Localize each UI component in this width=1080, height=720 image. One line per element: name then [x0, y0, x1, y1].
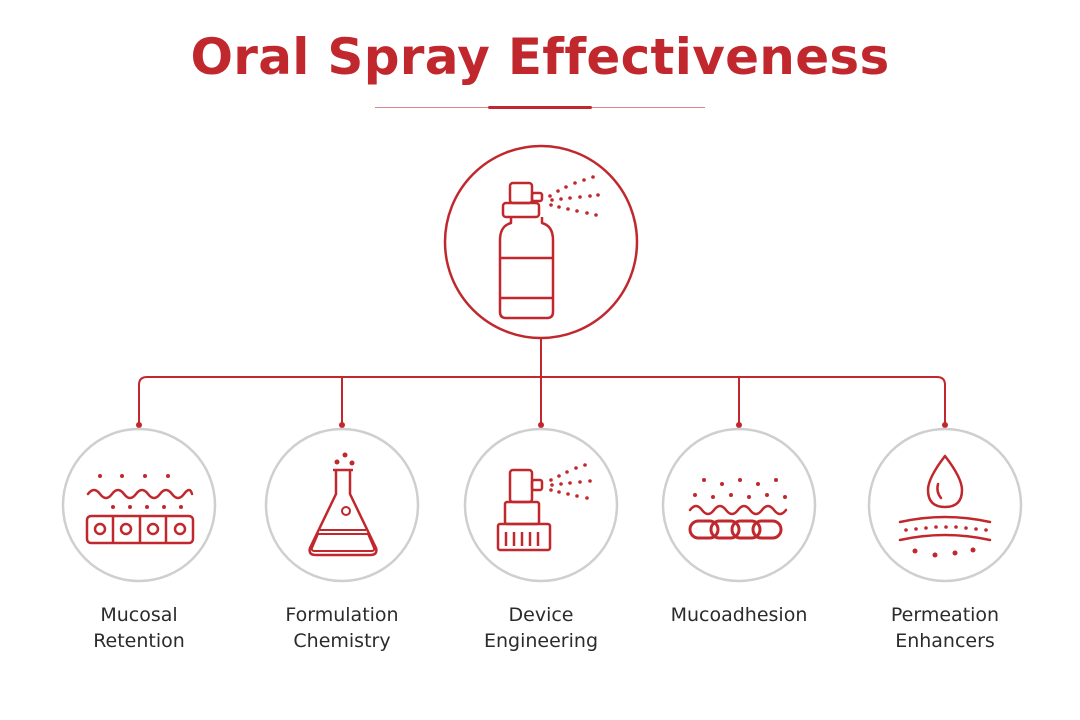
factor-label-line: Permeation	[890, 604, 1000, 626]
factor-node-mucoadhesion	[661, 427, 817, 583]
factor-label-line: Device	[508, 604, 574, 626]
diagram-title: Oral Spray Effectiveness	[190, 28, 890, 86]
factor-label-line: Chemistry	[293, 630, 391, 652]
factor-label-mucosal-retention: Mucosal Retention	[39, 602, 239, 654]
factor-node-formulation-chemistry	[264, 427, 420, 583]
central-circle	[443, 144, 639, 340]
factor-label-permeation-enhancers: Permeation Enhancers	[845, 602, 1045, 654]
factor-node-mucosal-retention	[61, 427, 217, 583]
central-node	[443, 144, 639, 340]
factor-label-line: Mucoadhesion	[670, 604, 808, 626]
spray-nozzle-icon	[496, 463, 592, 552]
title-accent-bar	[488, 106, 592, 109]
factor-label-line: Engineering	[484, 630, 598, 652]
mucosal-cells-icon	[85, 474, 195, 545]
factor-node-permeation-enhancers	[867, 427, 1023, 583]
factor-label-line: Enhancers	[895, 630, 995, 652]
connector-lines	[138, 338, 946, 424]
factor-label-line: Mucosal	[100, 604, 178, 626]
factor-label-line: Retention	[93, 630, 185, 652]
factor-node-device-engineering	[463, 427, 619, 583]
flask-icon	[308, 452, 378, 557]
droplet-permeation-icon	[898, 454, 992, 558]
branch-end-dots	[136, 422, 948, 428]
factor-label-formulation-chemistry: Formulation Chemistry	[242, 602, 442, 654]
spray-bottle-icon	[498, 181, 555, 320]
chain-link-icon	[688, 478, 788, 540]
spray-mist-dots	[548, 175, 600, 217]
factor-label-device-engineering: Device Engineering	[441, 602, 641, 654]
factor-label-mucoadhesion: Mucoadhesion	[639, 602, 839, 628]
factor-label-line: Formulation	[285, 604, 399, 626]
